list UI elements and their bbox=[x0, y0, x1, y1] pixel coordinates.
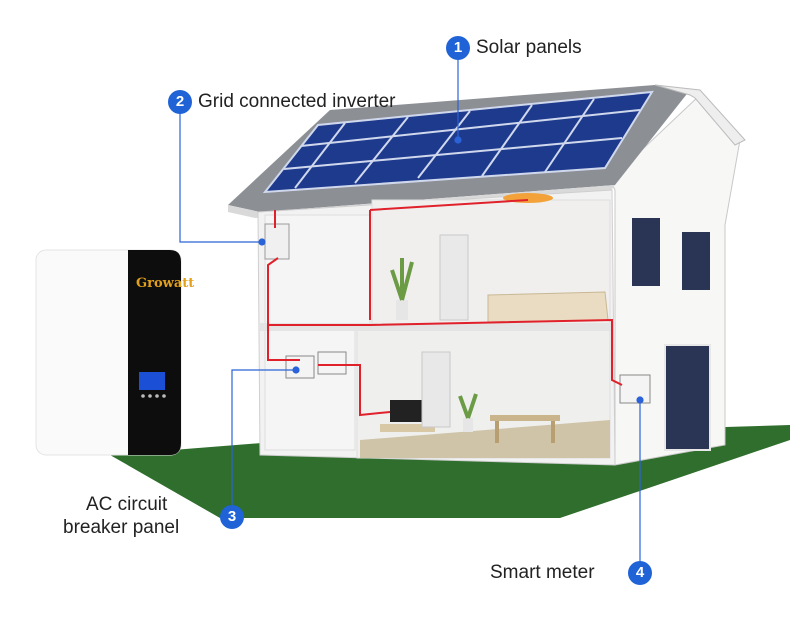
tv bbox=[390, 400, 424, 422]
bed bbox=[488, 292, 608, 322]
window-upper-left bbox=[632, 218, 660, 286]
lower-left-room bbox=[265, 330, 355, 450]
callout-1-label: Solar panels bbox=[476, 37, 582, 59]
callout-4-badge: 4 bbox=[628, 561, 652, 585]
callout-3-label-line1: AC circuit bbox=[86, 494, 167, 516]
interior-door bbox=[440, 235, 468, 320]
callout-1-badge: 1 bbox=[446, 36, 470, 60]
wall-inverter bbox=[265, 224, 289, 259]
dining-table bbox=[490, 415, 560, 421]
inverter-display bbox=[139, 372, 165, 390]
window-upper-right bbox=[682, 232, 710, 290]
lower-door bbox=[422, 352, 450, 427]
inverter-brand-logo: Growatt bbox=[136, 276, 194, 291]
callout-2-badge: 2 bbox=[168, 90, 192, 114]
meter-box bbox=[620, 375, 650, 403]
callout-4-label: Smart meter bbox=[490, 562, 595, 584]
callout-3-label-line2: breaker panel bbox=[63, 517, 179, 539]
breaker-panel-box-2 bbox=[318, 352, 346, 374]
callout-3-badge: 3 bbox=[220, 505, 244, 529]
patio-door bbox=[665, 345, 710, 450]
callout-2-label: Grid connected inverter bbox=[198, 91, 396, 113]
